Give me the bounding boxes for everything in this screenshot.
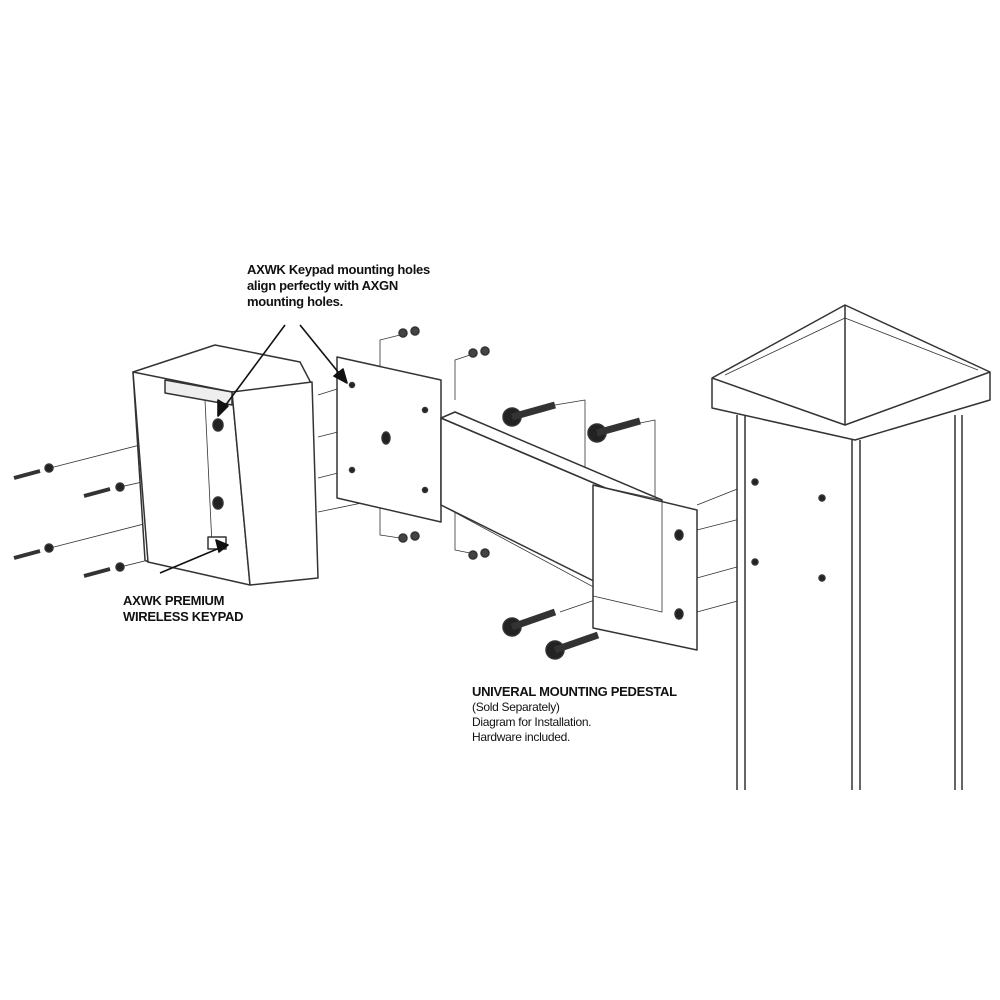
keypad-callout: AXWK PREMIUM WIRELESS KEYPAD (123, 593, 244, 624)
nuts (398, 326, 490, 560)
keypad-screws (13, 463, 125, 578)
pedestal-front-plate (336, 356, 442, 523)
callout-arrows (159, 324, 348, 574)
lag-bolts (502, 401, 641, 660)
mounting-holes-callout: AXWK Keypad mounting holes align perfect… (247, 262, 430, 309)
fence-post (711, 304, 991, 790)
pedestal-back-plate (592, 484, 698, 651)
pedestal-callout: UNIVERAL MOUNTING PEDESTAL (Sold Separat… (472, 684, 677, 744)
keypad-housing (132, 344, 319, 586)
